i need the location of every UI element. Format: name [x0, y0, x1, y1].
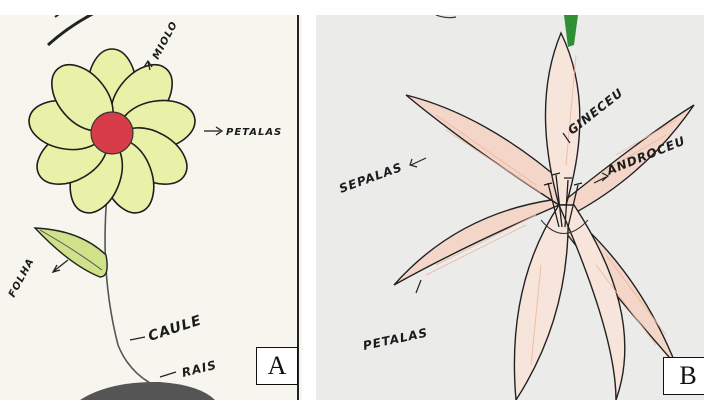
flower-center — [91, 112, 133, 154]
panel-letter-a: A — [256, 347, 298, 385]
panel-letter-b: B — [663, 357, 704, 395]
label-petalas-a: PETALAS — [226, 127, 282, 138]
panel-b-drawing: GINECEU ANDROCEU SEPALAS PETALAS — [316, 15, 704, 400]
panel-a-drawing: MIOLO PETALAS FOLHA CAULE RAIS — [0, 15, 302, 400]
